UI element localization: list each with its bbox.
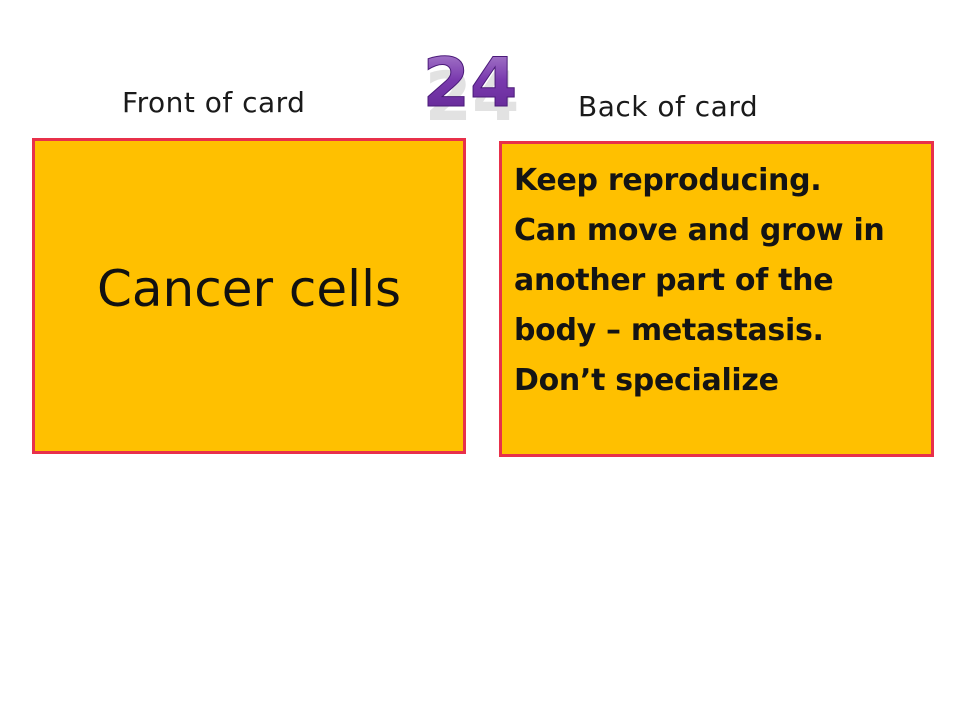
- back-card-line: another part of the: [514, 263, 834, 298]
- back-caption: Back of card: [578, 90, 759, 123]
- back-card-line: Keep reproducing.: [514, 163, 822, 198]
- card-number: 24 24: [420, 40, 520, 121]
- card-number-text: 24: [423, 44, 518, 120]
- back-card: Keep reproducing. Can move and grow in a…: [499, 141, 934, 457]
- card-number-shadow: 24: [425, 58, 520, 120]
- back-card-line: body – metastasis.: [514, 313, 824, 348]
- front-card: Cancer cells: [32, 138, 466, 454]
- back-card-line: Can move and grow in: [514, 213, 885, 248]
- back-card-line: Don’t specialize: [514, 363, 779, 398]
- front-card-text: Cancer cells: [96, 260, 402, 318]
- front-caption: Front of card: [122, 86, 306, 119]
- card-number-art: 24 24: [422, 44, 520, 121]
